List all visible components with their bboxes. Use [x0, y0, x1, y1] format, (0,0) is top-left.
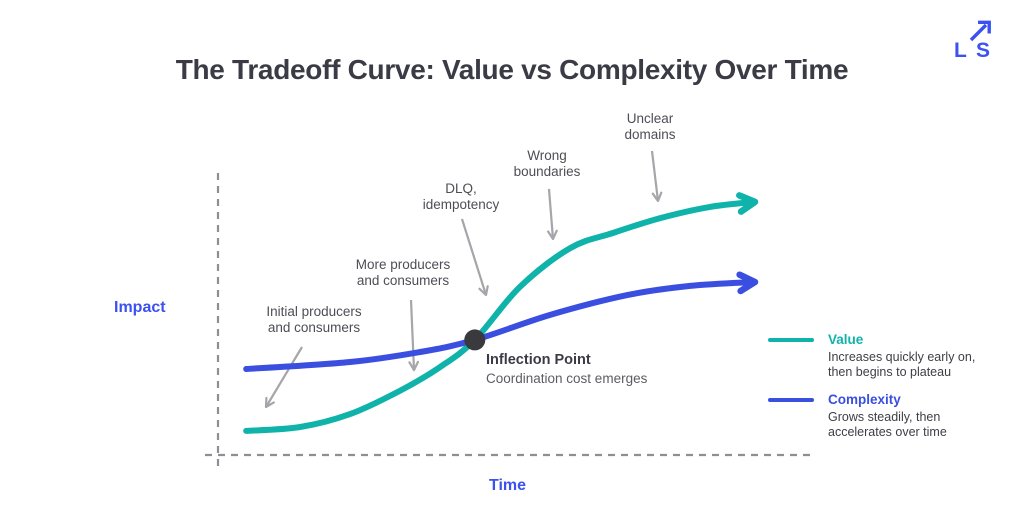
legend-value-title: Value — [828, 332, 864, 347]
legend-complexity-description: Grows steadily, then accelerates over ti… — [828, 410, 947, 439]
legend-item-value: Value Increases quickly early on, then b… — [768, 332, 1013, 380]
inflection-point-title: Inflection Point — [486, 352, 591, 368]
complexity-line-swatch — [768, 398, 814, 402]
inflection-point-subtitle: Coordination cost emerges — [486, 371, 648, 386]
x-axis-label: Time — [489, 477, 527, 494]
logo-letter-l: L — [954, 39, 967, 62]
value-line-swatch — [768, 338, 814, 342]
inflection-point-label: Inflection Point Coordination cost emerg… — [486, 352, 647, 386]
company-logo: L S — [954, 20, 991, 62]
legend-value-description: Increases quickly early on, then begins … — [828, 350, 976, 379]
page-title: The Tradeoff Curve: Value vs Complexity … — [175, 54, 849, 85]
logo-letter-s: S — [976, 39, 990, 62]
annotation-dlq-idempotency: DLQ, idempotency — [422, 181, 500, 212]
annotation-unclear-domains: Unclear domains — [624, 111, 676, 142]
legend-item-complexity: Complexity Grows steadily, then accelera… — [768, 392, 1013, 440]
legend: Value Increases quickly early on, then b… — [768, 332, 1013, 452]
y-axis-label: Impact — [114, 299, 166, 316]
annotation-wrong-boundaries: Wrong boundaries — [513, 148, 581, 179]
annotation-initial-producers: Initial producers and consumers — [266, 304, 362, 335]
arrow-up-right-icon — [969, 20, 991, 42]
legend-complexity-title: Complexity — [828, 392, 901, 407]
annotation-more-producers: More producers and consumers — [355, 257, 451, 288]
